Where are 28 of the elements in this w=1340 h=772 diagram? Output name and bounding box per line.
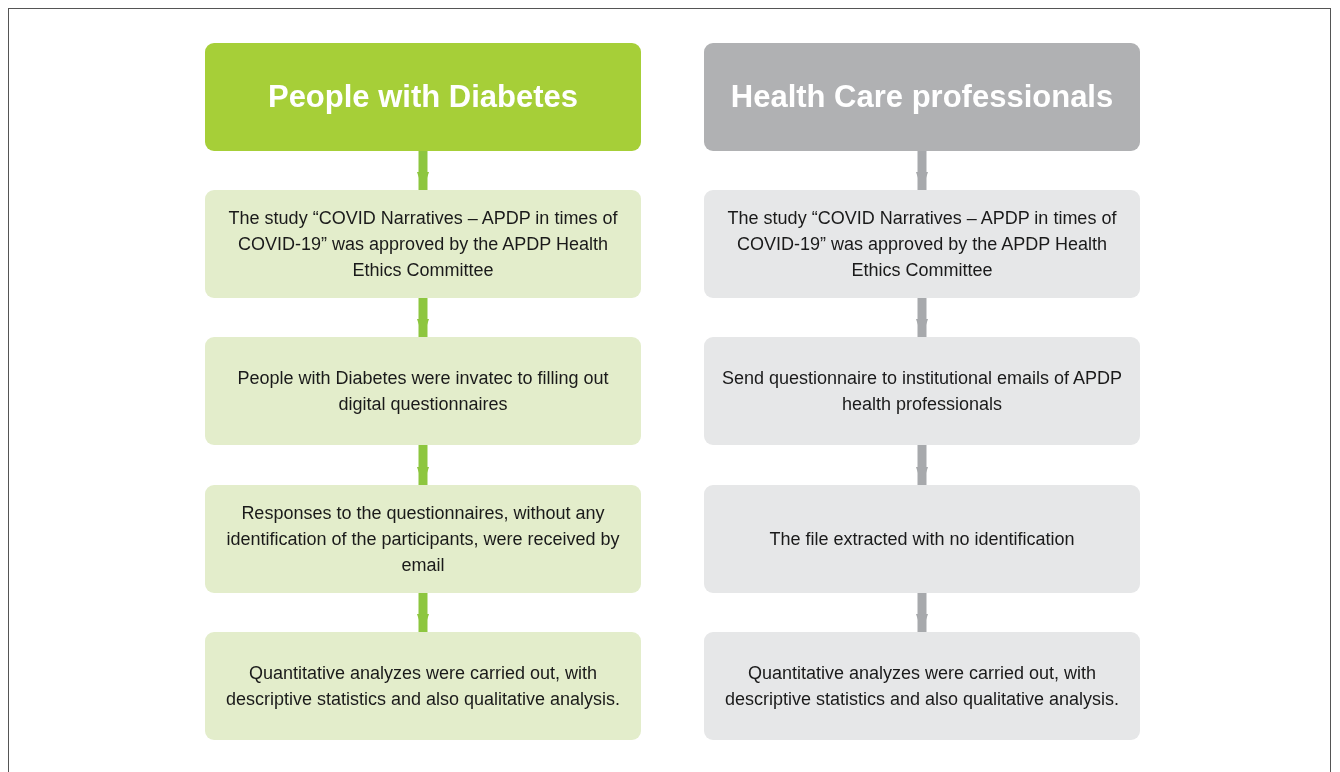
arrow (417, 593, 429, 632)
process-box (704, 485, 1140, 593)
arrow (417, 445, 429, 485)
process-box (205, 485, 641, 593)
column-title: People with Diabetes (267, 79, 579, 115)
process-box (704, 632, 1140, 740)
step-text: The study “COVID Narratives – APDP in times of COVID-19” was approved by the APDP Health Ethics Committee (227, 207, 619, 282)
process-box (704, 337, 1140, 445)
header-box (704, 43, 1140, 151)
step-text: Quantitative analyzes were carried out, with descriptive statistics and also qualitative analysis. (224, 662, 622, 711)
process-box (205, 190, 641, 298)
process-box (205, 632, 641, 740)
header-box (205, 43, 641, 151)
step-text: Send questionnaire to institutional emails of APDP health professionals (720, 367, 1124, 416)
arrow (916, 151, 928, 190)
process-box (205, 337, 641, 445)
step-text: Quantitative analyzes were carried out, with descriptive statistics and also qualitative analysis. (723, 662, 1121, 711)
process-box (704, 190, 1140, 298)
step-text: The study “COVID Narratives – APDP in times of COVID-19” was approved by the APDP Health Ethics Committee (726, 207, 1118, 282)
step-text: The file extracted with no identification (769, 528, 1075, 551)
arrow (916, 298, 928, 337)
step-text: Responses to the questionnaires, without any identification of the participants, were received by email (225, 502, 621, 577)
arrow (417, 298, 429, 337)
arrow (916, 445, 928, 485)
column-title: Health Care professionals (730, 79, 1114, 115)
arrow (417, 151, 429, 190)
arrow (916, 593, 928, 632)
step-text: People with Diabetes were invatec to filling out digital questionnaires (236, 367, 610, 416)
